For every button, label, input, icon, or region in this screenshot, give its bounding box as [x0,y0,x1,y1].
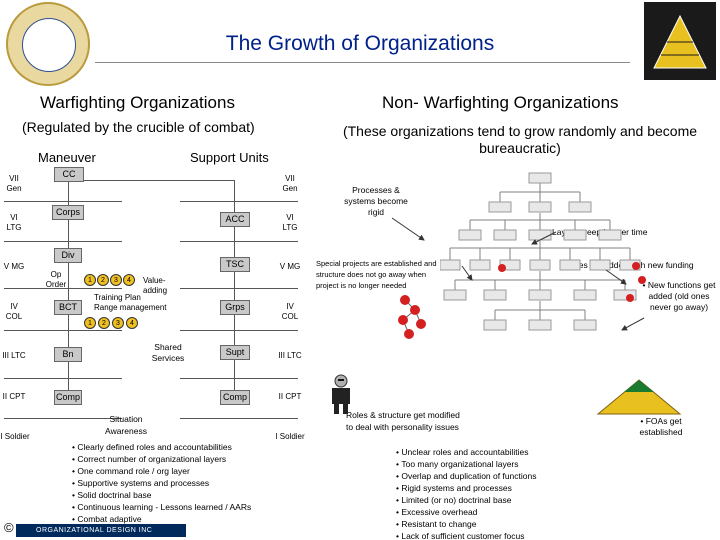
left-subheading: (Regulated by the crucible of combat) [22,119,255,135]
div-box: Div [54,248,82,263]
rank-right-iii: III LTC [278,351,302,360]
processes-label: Processes & systems become rigid [344,185,408,217]
rank-right-v: V MG [279,262,301,271]
list-item: Continuous learning - Lessons learned / … [72,501,251,513]
rank-left-v: V MG [3,262,25,271]
training-plan-label: Training Plan [94,293,141,302]
rank-right-iv: IV COL [281,302,299,321]
layer-line [4,201,122,202]
range-management-label: Range management [94,303,167,312]
list-item: Clearly defined roles and accountabiliti… [72,441,251,453]
footer-logo-bar: ORGANIZATIONAL DESIGN INC [16,524,186,537]
step-icon: 1 [84,274,96,286]
shared-services-label: Shared Services [151,342,185,363]
list-item: Excessive overhead [396,506,537,518]
layer-line [180,241,298,242]
supt-box: Supt [220,345,250,360]
layer-line [180,201,298,202]
roles-modified-label: Roles & structure get modified to deal w… [346,410,460,432]
rank-left-vi: VI LTG [6,213,22,232]
rank-right-i: I Soldier [275,432,305,441]
rank-left-vii: VII Gen [6,174,22,193]
copyright-mark: © [4,520,14,535]
grps-box: Grps [220,300,250,315]
list-item: Too many organizational layers [396,458,537,470]
list-item: Resistant to change [396,518,537,530]
step-icon: 4 [126,317,138,329]
layer-line [180,378,298,379]
list-item: Combat adaptive [72,513,251,525]
acc-box: ACC [220,212,250,227]
layer-line [4,378,122,379]
army-emblem-icon [6,2,90,86]
cc-box: CC [54,167,84,182]
layer-line [180,418,298,419]
bureaucratic-org-chart [440,172,646,331]
layer-line [4,241,122,242]
foas-label: • FOAs get established [639,416,683,437]
left-heading: Warfighting Organizations [40,93,235,112]
page-title: The Growth of Organizations [225,32,495,55]
bn-box: Bn [54,347,82,362]
special-project-nodes [398,295,426,339]
non-warfighting-bullets: Unclear roles and accountabilities Too m… [396,446,537,540]
list-item: Correct number of organizational layers [72,453,251,465]
maneuver-label: Maneuver [38,150,96,165]
cc-connector [68,180,234,181]
list-item: Supportive systems and processes [72,477,251,489]
list-item: One command role / org layer [72,465,251,477]
warfighting-bullets: Clearly defined roles and accountabiliti… [72,441,251,525]
list-item: Rigid systems and processes [396,482,537,494]
step-icon: 3 [112,317,124,329]
rank-left-iv: IV COL [5,302,23,321]
comp-right-box: Comp [220,390,250,405]
rank-left-i: I Soldier [0,432,30,441]
list-item: Solid doctrinal base [72,489,251,501]
step-icon: 2 [98,317,110,329]
bct-box: BCT [54,300,82,315]
pyramid-emblem-icon [644,2,716,80]
right-heading: Non- Warfighting Organizations [382,93,619,112]
step-icon: 1 [84,317,96,329]
value-adding-label: Value-adding [143,276,168,295]
situation-awareness-label: Situation Awareness [105,414,147,436]
maneuver-spine [68,180,69,395]
support-spine [234,180,235,395]
list-item: Lack of sufficient customer focus [396,530,537,540]
step-icon: 3 [110,274,122,286]
op-order-label: Op Order [45,270,67,289]
layer-line [4,330,122,331]
title-divider [95,62,630,63]
support-units-label: Support Units [190,150,269,165]
layer-line [4,288,122,289]
rank-right-vii: VII Gen [282,174,298,193]
footer-logo-text: ORGANIZATIONAL DESIGN INC [36,527,153,534]
corps-box: Corps [52,205,84,220]
right-subheading: (These organizations tend to grow random… [342,123,698,156]
foa-pyramid-icon [596,379,682,415]
person-icon [332,374,350,414]
special-projects-label: Special projects are established and str… [316,259,437,290]
list-item: Unclear roles and accountabilities [396,446,537,458]
layer-line [180,288,298,289]
layer-line [180,330,298,331]
list-item: Limited (or no) doctrinal base [396,494,537,506]
step-icon: 2 [97,274,109,286]
rank-right-vi: VI LTG [282,213,298,232]
rank-left-ii: II CPT [2,392,26,401]
new-functions-label: • New functions get added (old ones neve… [642,280,716,312]
list-item: Overlap and duplication of functions [396,470,536,482]
step-icon: 4 [123,274,135,286]
tsc-box: TSC [220,257,250,272]
comp-left-box: Comp [54,390,82,405]
rank-right-ii: II CPT [278,392,302,401]
rank-left-iii: III LTC [2,351,26,360]
layer-line [4,418,122,419]
